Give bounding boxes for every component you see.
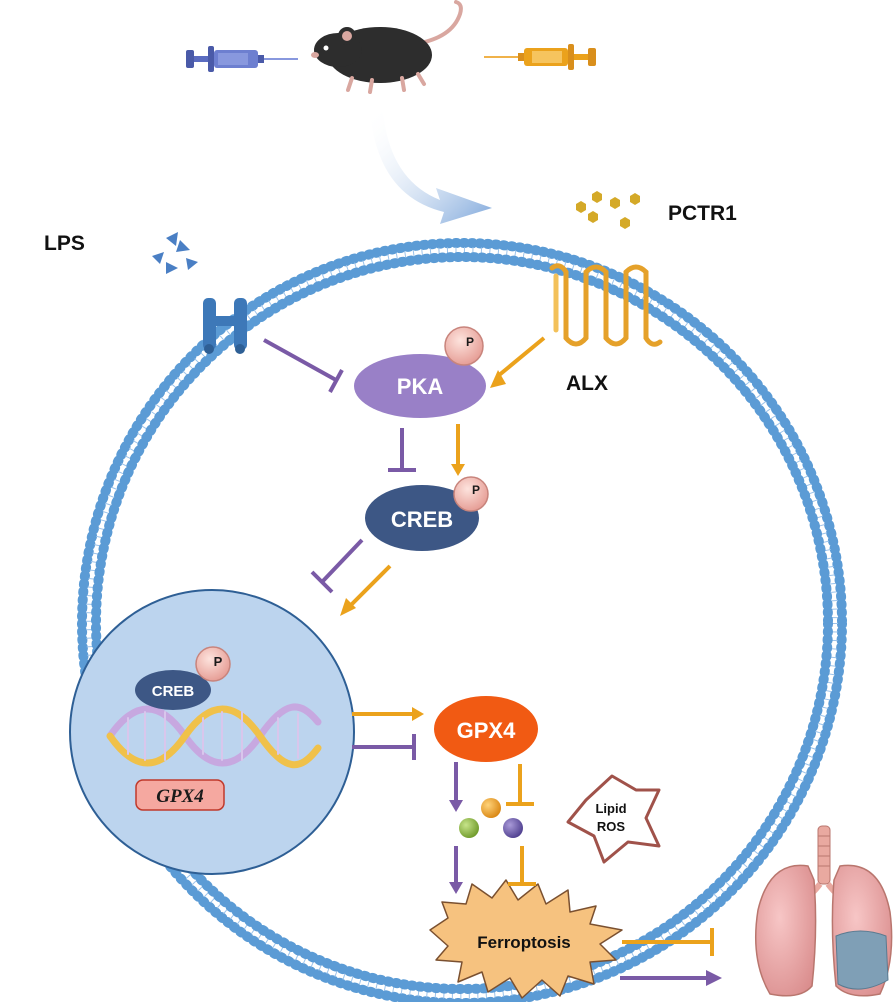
creb-node: CREB — [365, 485, 479, 551]
pka-phospho-label: P — [466, 335, 474, 349]
lipid-molecules-icon — [459, 798, 523, 838]
gpx4-label: GPX4 — [457, 718, 516, 743]
nuclear-creb-phospho-label: P — [214, 654, 223, 669]
lps-molecules-icon — [152, 232, 198, 274]
gpx4-gene-label: GPX4 — [156, 786, 204, 807]
pctr1-label: PCTR1 — [668, 202, 737, 225]
orange-syringe-icon — [484, 44, 596, 70]
alx-receptor-icon — [549, 263, 663, 347]
mouse-icon — [311, 0, 463, 94]
pctr1-arrowheads — [340, 370, 506, 721]
pka-node: PKA — [354, 354, 486, 418]
creb-label: CREB — [391, 507, 453, 532]
pka-phospho-icon: P — [444, 326, 484, 366]
pka-label: PKA — [397, 374, 444, 399]
lps-receptor-icon — [203, 298, 247, 354]
pctr1-activation-arrows — [348, 336, 714, 956]
lipid-ros-node: Lipid ROS — [566, 774, 661, 864]
cell-membrane — [77, 238, 847, 1002]
lipid-ros-label-2: ROS — [597, 819, 626, 834]
lungs-icon — [754, 825, 893, 997]
pctr1-molecules-icon — [576, 191, 640, 229]
lps-label: LPS — [44, 232, 85, 255]
nuclear-creb-node: CREB — [135, 670, 211, 710]
creb-phospho-label: P — [472, 483, 480, 497]
gpx4-node: GPX4 — [434, 696, 538, 762]
dna-helix-icon — [106, 703, 322, 769]
blue-syringe-icon — [186, 46, 298, 72]
creb-phospho-icon: P — [453, 476, 489, 512]
treatment-arrow — [370, 112, 492, 224]
ferroptosis-label: Ferroptosis — [477, 933, 571, 952]
nuclear-creb-label: CREB — [152, 683, 195, 700]
lps-arrowheads — [449, 800, 722, 986]
lps-inhibition-arrows — [263, 338, 708, 980]
nuclear-creb-phospho-icon: P — [195, 646, 231, 682]
alx-label: ALX — [566, 372, 608, 395]
lipid-ros-label-1: Lipid — [595, 801, 626, 816]
ferroptosis-node: Ferroptosis — [429, 879, 623, 999]
gpx4-gene-box: GPX4 — [135, 779, 225, 811]
